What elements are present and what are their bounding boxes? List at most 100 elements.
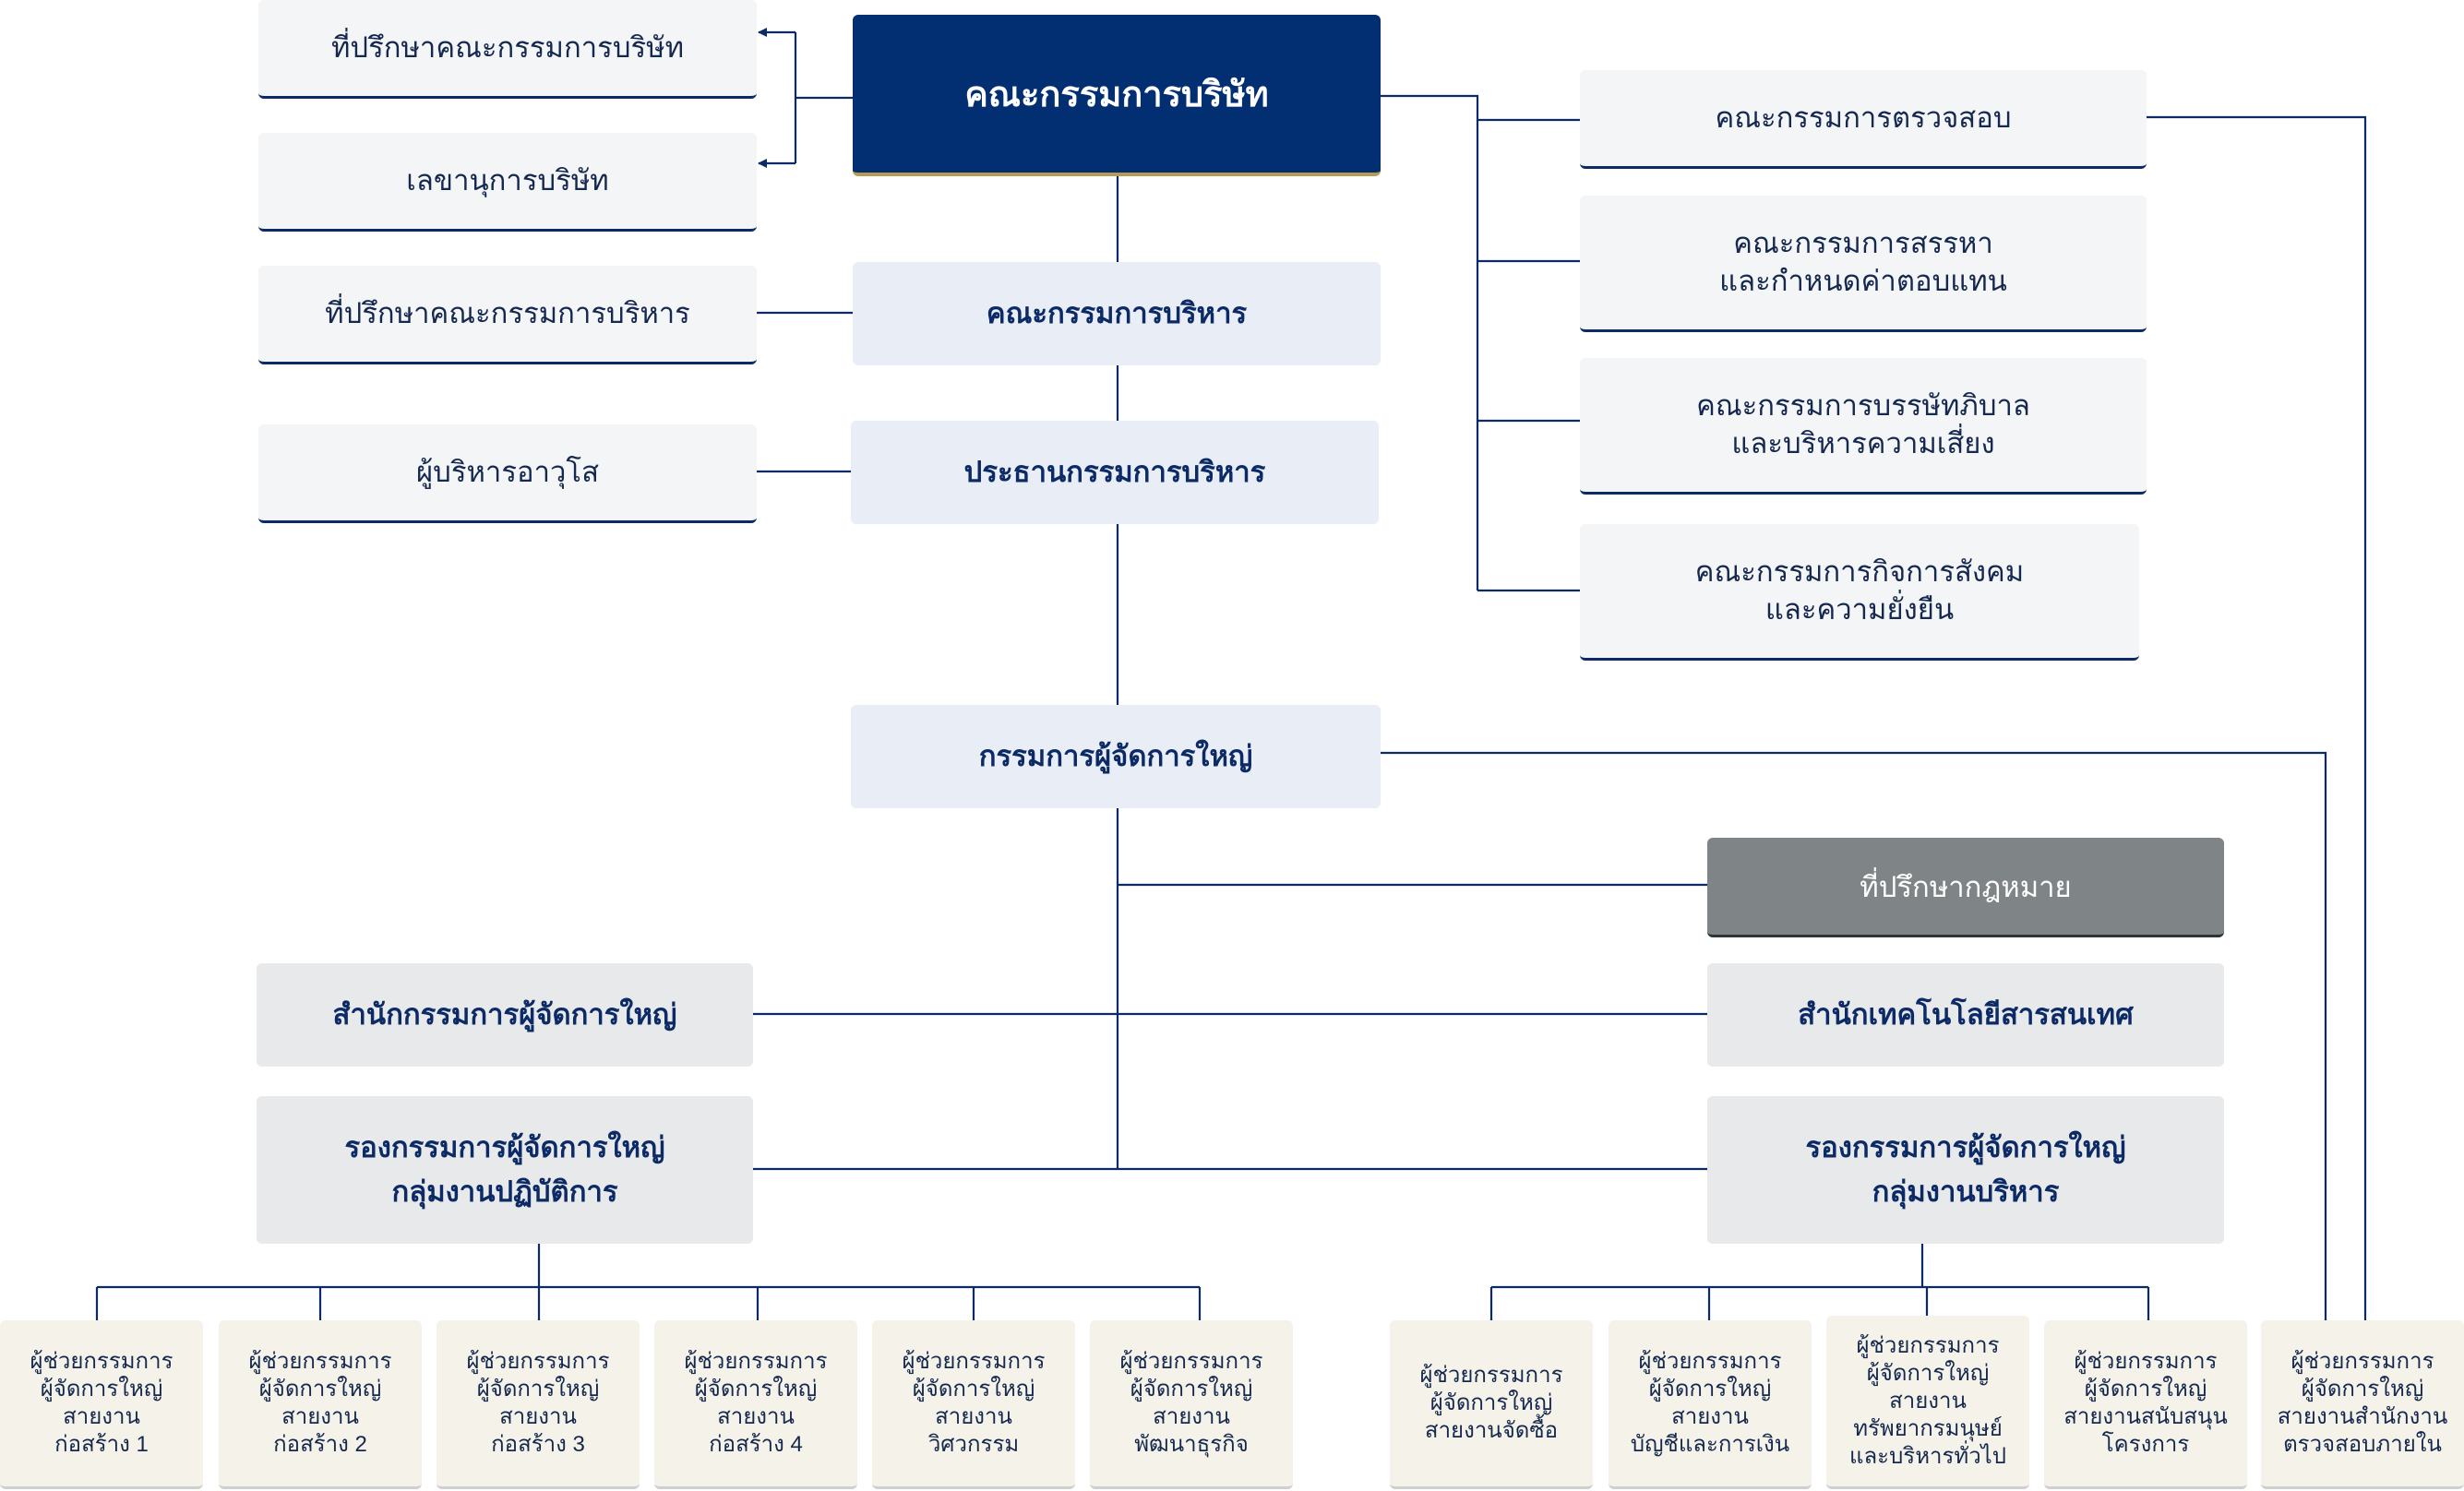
assistant-internal-audit-box: ผู้ช่วยกรรมการ ผู้จัดการใหญ่ สายงานสำนัก… [2261,1320,2464,1489]
assistant-engineering-box: ผู้ช่วยกรรมการ ผู้จัดการใหญ่ สายงาน วิศว… [872,1320,1075,1489]
assistant-line: ผู้จัดการใหญ่ [694,1377,818,1402]
assistant-line: ผู้ช่วยกรรมการ [1856,1332,2000,1358]
assistant-line: ผู้จัดการใหญ่ [1648,1377,1772,1402]
assistant-line: สายงานจัดซื้อ [1424,1418,1559,1443]
committee-nomination-line-1: คณะกรรมการสรรหา [1733,227,1993,260]
committee-csr-line-2: และความยั่งยืน [1764,592,1955,626]
assistant-line: ผู้จัดการใหญ่ [40,1377,163,1402]
assistant-line: ผู้จัดการใหญ่ [2301,1377,2424,1402]
assistant-line: สายงาน [1671,1404,1749,1429]
ops-tree-line [95,1244,1202,1320]
senior-executive-label: ผู้บริหารอาวุโส [416,455,599,488]
it-office-box: สำนักเทคโนโลยีสารสนเทศ [1707,963,2224,1067]
board-to-committees-line [1380,94,1479,590]
ceo-label: กรรมการผู้จัดการใหญ่ [978,739,1253,772]
executive-committee-label: คณะกรรมการบริหาร [986,296,1248,329]
assistant-business-development-box: ผู้ช่วยกรรมการ ผู้จัดการใหญ่ สายงาน พัฒน… [1090,1320,1293,1489]
exec-advisor-label: ที่ปรึกษาคณะกรรมการบริหาร [325,296,690,329]
deputy-administration-box: รองกรรมการผู้จัดการใหญ่ กลุ่มงานบริหาร [1707,1096,2224,1244]
assistant-line: ก่อสร้าง 1 [54,1432,149,1457]
advisor-arrow-line [759,32,797,163]
board-label: คณะกรรมการบริษัท [964,76,1269,114]
assistant-line: ผู้ช่วยกรรมการ [1119,1349,1263,1374]
deputy-operations-box: รองกรรมการผู้จัดการใหญ่ กลุ่มงานปฏิบัติก… [257,1096,753,1244]
assistant-line: บัญชีและการเงิน [1630,1432,1790,1457]
assistant-line: ผู้ช่วยกรรมการ [248,1349,392,1374]
assistant-line: ผู้ช่วยกรรมการ [902,1349,1046,1374]
assistant-construction-3-box: ผู้ช่วยกรรมการ ผู้จัดการใหญ่ สายงาน ก่อส… [437,1320,640,1489]
assistant-line: ผู้ช่วยกรรมการ [684,1349,828,1374]
assistant-line: และบริหารทั่วไป [1849,1443,2006,1469]
committee-audit-box: คณะกรรมการตรวจสอบ [1580,70,2147,169]
admin-tree-line [1489,1244,2150,1320]
board-box: คณะกรรมการบริษัท [853,15,1381,176]
assistant-procurement-box: ผู้ช่วยกรรมการ ผู้จัดการใหญ่ สายงานจัดซื… [1390,1320,1593,1489]
committee-governance-line-1: คณะกรรมการบรรษัทภิบาล [1696,389,2030,423]
assistant-line: โครงการ [2101,1432,2190,1457]
committee-governance-line-2: และบริหารความเสี่ยง [1731,426,1995,459]
legal-advisor-box: ที่ปรึกษากฎหมาย [1707,838,2224,937]
assistant-line: ก่อสร้าง 2 [273,1432,367,1457]
assistant-line: สายงาน [717,1404,795,1429]
assistant-line: ผู้จัดการใหญ่ [2084,1377,2207,1402]
assistant-line: ก่อสร้าง 4 [709,1432,803,1457]
assistant-construction-2-box: ผู้ช่วยกรรมการ ผู้จัดการใหญ่ สายงาน ก่อส… [219,1320,422,1489]
assistant-line: ผู้ช่วยกรรมการ [30,1349,173,1374]
assistant-accounting-finance-box: ผู้ช่วยกรรมการ ผู้จัดการใหญ่ สายงาน บัญช… [1609,1320,1812,1489]
assistant-line: ผู้จัดการใหญ่ [1429,1390,1553,1415]
assistant-hr-admin-box: ผู้ช่วยกรรมการ ผู้จัดการใหญ่ สายงาน ทรัพ… [1826,1316,2029,1489]
assistant-line: ผู้ช่วยกรรมการ [2291,1349,2434,1374]
committee-nomination-box: คณะกรรมการสรรหา และกำหนดค่าตอบแทน [1580,196,2147,332]
assistant-line: ผู้จัดการใหญ่ [258,1377,382,1402]
assistant-line: สายงาน [1153,1404,1230,1429]
board-advisor-box: ที่ปรึกษาคณะกรรมการบริษัท [258,0,757,99]
deputy-administration-line-1: รองกรรมการผู้จัดการใหญ่ [1805,1130,2126,1163]
assistant-project-support-box: ผู้ช่วยกรรมการ ผู้จัดการใหญ่ สายงานสนับส… [2044,1320,2247,1489]
deputy-operations-line-1: รองกรรมการผู้จัดการใหญ่ [344,1130,665,1163]
assistant-line: ผู้ช่วยกรรมการ [2074,1349,2218,1374]
executive-committee-box: คณะกรรมการบริหาร [853,262,1381,365]
assistant-line: ผู้ช่วยกรรมการ [466,1349,610,1374]
ceo-to-audit-office-line [1380,751,2327,1320]
it-office-label: สำนักเทคโนโลยีสารสนเทศ [1798,997,2134,1031]
committee-csr-box: คณะกรรมการกิจการสังคม และความยั่งยืน [1580,524,2139,661]
executive-chairman-label: ประธานกรรมการบริหาร [963,455,1266,488]
assistant-line: สายงานสำนักงาน [2277,1404,2448,1429]
company-secretary-box: เลขานุการบริษัท [258,133,757,232]
assistant-line: สายงาน [1889,1388,1967,1413]
ceo-office-label: สำนักกรรมการผู้จัดการใหญ่ [332,997,677,1031]
board-advisor-label: ที่ปรึกษาคณะกรรมการบริษัท [330,30,685,64]
assistant-line: ผู้จัดการใหญ่ [476,1377,600,1402]
assistant-line: ผู้จัดการใหญ่ [912,1377,1035,1402]
assistant-line: ก่อสร้าง 3 [491,1432,585,1457]
assistant-line: สายงาน [63,1404,140,1429]
deputy-operations-line-2: กลุ่มงานปฏิบัติการ [391,1175,618,1208]
ceo-box: กรรมการผู้จัดการใหญ่ [851,705,1381,808]
exec-advisor-box: ที่ปรึกษาคณะกรรมการบริหาร [258,266,757,364]
audit-committee-to-audit-office-line [2147,115,2367,1320]
assistant-line: ตรวจสอบภายใน [2283,1432,2442,1457]
assistant-line: สายงานสนับสนุน [2063,1404,2228,1429]
assistant-construction-1-box: ผู้ช่วยกรรมการ ผู้จัดการใหญ่ สายงาน ก่อส… [0,1320,203,1489]
assistant-line: พัฒนาธุรกิจ [1134,1432,1249,1457]
committee-nomination-line-2: และกำหนดค่าตอบแทน [1719,264,2007,297]
assistant-line: สายงาน [935,1404,1012,1429]
ceo-office-box: สำนักกรรมการผู้จัดการใหญ่ [257,963,753,1067]
executive-chairman-box: ประธานกรรมการบริหาร [851,421,1379,524]
assistant-line: สายงาน [499,1404,577,1429]
assistant-line: ผู้ช่วยกรรมการ [1419,1363,1563,1388]
assistant-line: ผู้จัดการใหญ่ [1866,1360,1990,1386]
assistant-line: ผู้จัดการใหญ่ [1130,1377,1253,1402]
committee-audit-label: คณะกรรมการตรวจสอบ [1715,101,2012,134]
assistant-line: สายงาน [281,1404,359,1429]
assistant-construction-4-box: ผู้ช่วยกรรมการ ผู้จัดการใหญ่ สายงาน ก่อส… [654,1320,857,1489]
assistant-line: ผู้ช่วยกรรมการ [1638,1349,1782,1374]
assistant-line: ทรัพยากรมนุษย์ [1853,1415,2003,1441]
committee-csr-line-1: คณะกรรมการกิจการสังคม [1694,555,2025,589]
committee-governance-box: คณะกรรมการบรรษัทภิบาล และบริหารความเสี่ย… [1580,358,2147,495]
senior-executive-box: ผู้บริหารอาวุโส [258,424,757,523]
legal-advisor-label: ที่ปรึกษากฎหมาย [1860,870,2072,903]
deputy-administration-line-2: กลุ่มงานบริหาร [1872,1175,2060,1208]
assistant-line: วิศวกรรม [927,1432,1020,1457]
